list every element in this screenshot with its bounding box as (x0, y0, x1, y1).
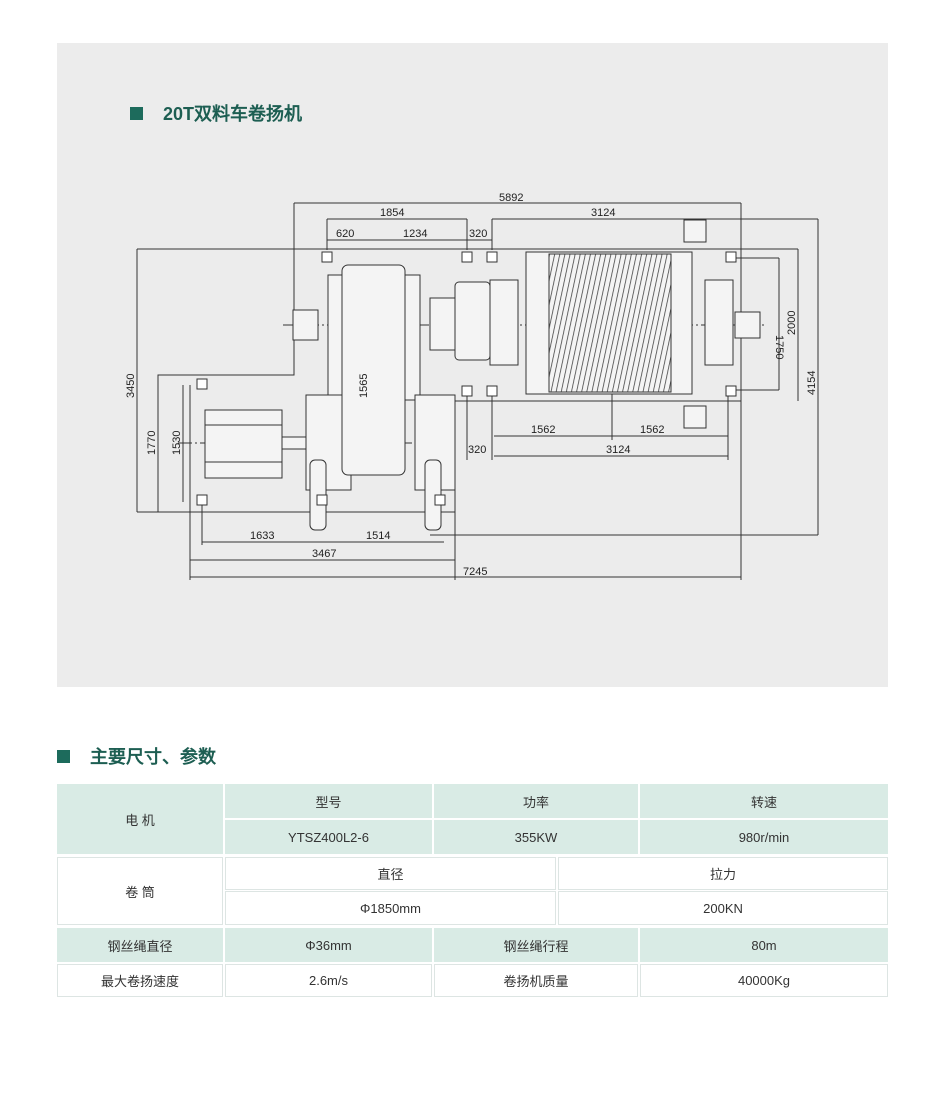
max-speed-label: 最大卷扬速度 (57, 964, 223, 997)
motor-label: 电 机 (57, 784, 223, 854)
drum-label: 卷 筒 (57, 857, 223, 925)
motor-shaft (281, 436, 307, 450)
dim-1562-b: 1562 (640, 424, 664, 436)
max-speed-value: 2.6m/s (225, 964, 432, 997)
drum-header-diameter: 直径 (225, 857, 556, 890)
dim-3124-bottom: 3124 (606, 444, 630, 456)
bearing-right (704, 279, 734, 366)
params-heading: 主要尺寸、参数 (57, 743, 216, 769)
drum-header-pull: 拉力 (558, 857, 888, 890)
motor-header-speed: 转速 (640, 784, 888, 818)
dim-1530: 1530 (171, 431, 183, 455)
dim-3124-top: 3124 (591, 207, 615, 219)
params-heading-text: 主要尺寸、参数 (90, 747, 216, 767)
dim-1234: 1234 (403, 228, 427, 240)
motor (204, 409, 283, 479)
outline-lines (136, 202, 819, 580)
bullet-square-icon (130, 106, 143, 120)
dim-4154: 4154 (806, 371, 818, 395)
motor-power: 355KW (434, 820, 638, 854)
drawing-title: 20T双料车卷扬机 (130, 100, 302, 126)
drum-diameter: Φ1850mm (225, 891, 556, 925)
dim-1854: 1854 (380, 207, 404, 219)
rope-diameter-value: Φ36mm (225, 928, 432, 962)
dim-3467: 3467 (312, 548, 336, 560)
winch-mass-value: 40000Kg (640, 964, 888, 997)
machine-components (204, 219, 761, 531)
dim-320-top: 320 (469, 228, 487, 240)
dim-1514: 1514 (366, 530, 390, 542)
dim-5892: 5892 (499, 192, 523, 204)
dim-1633: 1633 (250, 530, 274, 542)
bullet-square-icon (57, 749, 70, 763)
anchor-bolts (196, 251, 737, 506)
bottom-bracket (683, 405, 707, 429)
dim-1750: 1750 (773, 335, 785, 359)
drawing-title-text: 20T双料车卷扬机 (163, 104, 303, 124)
top-bracket (683, 219, 707, 243)
drum-grooves (548, 253, 672, 393)
left-shaft-end (292, 309, 319, 341)
dim-3450: 3450 (125, 374, 137, 398)
motor-model: YTSZ400L2-6 (225, 820, 432, 854)
dim-7245: 7245 (463, 566, 487, 578)
motor-speed: 980r/min (640, 820, 888, 854)
dim-1770: 1770 (146, 431, 158, 455)
reducer-body (341, 264, 406, 476)
dim-1565: 1565 (358, 374, 370, 398)
bearing-left (489, 279, 519, 366)
right-shaft-end (734, 311, 761, 339)
rope-travel-value: 80m (640, 928, 888, 962)
winch-technical-drawing: 5892 1854 3124 620 1234 320 3450 1770 15… (125, 192, 819, 580)
coupling (429, 297, 459, 351)
rope-travel-label: 钢丝绳行程 (434, 928, 638, 962)
motor-header-model: 型号 (225, 784, 432, 818)
dim-2000: 2000 (786, 311, 798, 335)
rope-diameter-label: 钢丝绳直径 (57, 928, 223, 962)
dim-320-bottom: 320 (468, 444, 486, 456)
motor-header-power: 功率 (434, 784, 638, 818)
brake (454, 281, 491, 361)
dim-1562-a: 1562 (531, 424, 555, 436)
drawing-panel (57, 43, 888, 687)
dim-620: 620 (336, 228, 354, 240)
drum-pull: 200KN (558, 891, 888, 925)
winch-mass-label: 卷扬机质量 (434, 964, 638, 997)
